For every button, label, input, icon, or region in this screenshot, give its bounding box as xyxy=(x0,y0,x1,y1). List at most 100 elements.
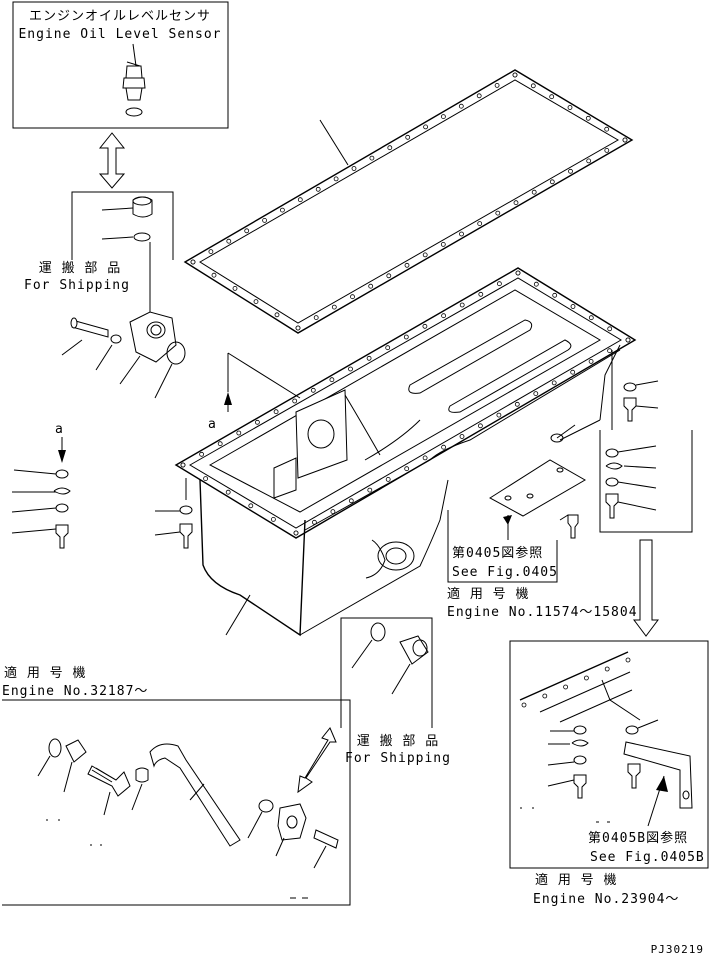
bolt-hole xyxy=(404,466,410,472)
bolt-hole xyxy=(422,252,428,258)
bolt-hole xyxy=(236,430,242,436)
bolt-hole xyxy=(254,419,260,425)
drain-boss xyxy=(377,541,415,571)
bolt-hole xyxy=(533,281,539,287)
oil-pan xyxy=(174,267,637,637)
sensor-adapter-block xyxy=(129,311,177,363)
bolt-hole xyxy=(552,292,558,298)
bolt-hole xyxy=(404,262,410,268)
drain-clamp xyxy=(135,767,149,783)
bolt-hole xyxy=(385,345,391,351)
bolt-hole xyxy=(199,451,205,457)
o-ring-part xyxy=(133,232,151,242)
bolt-hole xyxy=(459,434,465,439)
left-bolt xyxy=(55,524,69,549)
bolt-hole xyxy=(351,166,357,171)
drawing-number: PJ30219 xyxy=(651,943,704,956)
bolt-hole xyxy=(405,134,411,140)
bolt-hole xyxy=(496,412,502,418)
bolt-hole xyxy=(440,114,446,119)
detail-bracket xyxy=(623,741,693,809)
bolt-hole xyxy=(530,83,536,89)
sensor-callout-frame xyxy=(12,1,229,129)
right-fastener-group xyxy=(599,350,693,637)
left-washer-1 xyxy=(55,469,69,479)
shipping-upper-bracket xyxy=(71,191,174,260)
sensor-adapter-assembly xyxy=(61,311,186,399)
bolt-hole xyxy=(513,200,519,206)
serial-left-en: Engine No.32187～ xyxy=(2,684,148,699)
shipping-upper-jp: 運 搬 部 品 xyxy=(39,261,121,276)
bolt-hole xyxy=(311,519,317,525)
bolt-hole xyxy=(329,377,335,383)
gasket-bolt-holes xyxy=(190,72,628,331)
bolt-hole xyxy=(476,93,482,99)
bolt-hole xyxy=(604,126,610,132)
left-fastener-group: a xyxy=(11,422,71,549)
serial-center-jp: 適 用 号 機 xyxy=(447,586,529,602)
bolt-hole xyxy=(225,489,231,495)
bolt-hole xyxy=(330,509,336,515)
left-washer-2 xyxy=(55,503,69,513)
bolt-hole xyxy=(568,168,573,174)
bolt-hole xyxy=(478,291,484,297)
drain-pipe-frame xyxy=(2,699,351,906)
detail-box-frame xyxy=(509,640,709,869)
sensor-title-en: Engine Oil Level Sensor xyxy=(18,27,221,42)
bolt-hole xyxy=(514,401,520,407)
bolt-hole xyxy=(262,217,268,223)
bolt-hole xyxy=(604,666,610,672)
adapter-gasket xyxy=(166,341,186,365)
bolt-hole xyxy=(253,299,259,305)
bolt-hole xyxy=(441,444,447,450)
bolt-hole xyxy=(588,358,594,364)
bolt-hole xyxy=(494,83,500,88)
view-letter-left: a xyxy=(55,422,64,437)
bolt-hole xyxy=(350,294,355,300)
serial-right-en: Engine No.23904～ xyxy=(533,892,679,907)
bolt-hole xyxy=(211,272,217,278)
bolt-hole xyxy=(292,398,298,404)
bolt-hole xyxy=(549,179,555,185)
bolt-hole xyxy=(533,391,539,397)
bolt-hole xyxy=(387,145,393,151)
view-letter-center: a xyxy=(208,417,217,432)
shipping-lower-jp: 運 搬 部 品 xyxy=(357,734,439,749)
bolt-hole xyxy=(440,241,446,247)
bolt-hole xyxy=(386,273,392,279)
bolt-hole xyxy=(515,270,521,276)
drain-o-ring xyxy=(48,738,62,758)
bolt-hole xyxy=(348,498,354,504)
serial-left-jp: 適 用 号 機 xyxy=(4,665,86,681)
bolt-hole xyxy=(549,94,555,100)
bolt-hole xyxy=(313,315,319,321)
bolt-hole xyxy=(190,259,196,265)
bolt-hole xyxy=(248,503,254,509)
bolt-hole xyxy=(458,103,464,109)
oil-level-sensor-part xyxy=(122,43,146,117)
serial-right-jp: 適 用 号 機 xyxy=(535,872,617,888)
bolt-hole xyxy=(570,304,576,309)
drain-flange-bolt xyxy=(313,829,339,849)
bolt-hole xyxy=(331,304,337,310)
bolt-hole xyxy=(310,387,316,393)
bolt-hole xyxy=(477,221,483,227)
bolt-hole xyxy=(625,657,631,663)
bolt-hole xyxy=(496,281,502,287)
bolt-hole xyxy=(512,72,518,78)
bolt-hole xyxy=(588,315,594,321)
bolt-hole xyxy=(366,355,372,361)
bolt-hole xyxy=(279,207,285,213)
bolt-hole xyxy=(422,455,428,461)
bolt-hole xyxy=(570,369,576,375)
shipping-upper-en: For Shipping xyxy=(24,278,130,293)
bolt-hole xyxy=(315,186,321,192)
sensor-double-arrow xyxy=(98,132,126,189)
bolt-hole xyxy=(584,675,589,681)
bolt-hole xyxy=(607,348,612,354)
pan-side-fasteners xyxy=(154,478,193,549)
bolt-hole xyxy=(368,283,374,289)
bolt-hole xyxy=(385,476,391,482)
bolt-hole xyxy=(367,487,373,493)
bolt-hole xyxy=(369,155,375,161)
